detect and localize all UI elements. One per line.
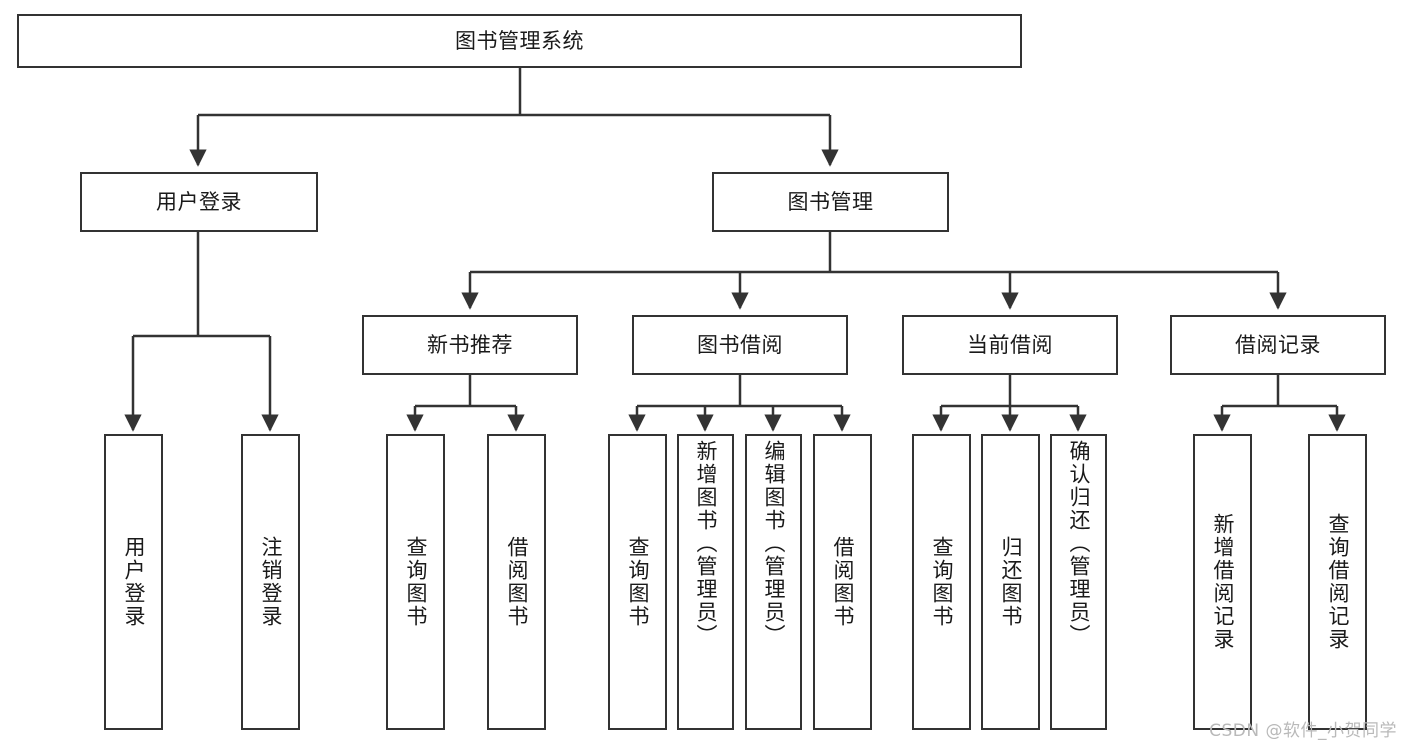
watermark-text: CSDN @软件_小贺同学 xyxy=(1209,721,1397,741)
leaf-borrow-record-query-record[interactable]: 查询借阅记录 xyxy=(1308,434,1367,730)
node-new-book-recommend[interactable]: 新书推荐 xyxy=(362,315,578,375)
node-label: 注销登录 xyxy=(259,536,283,628)
node-label: 确认归还（管理员） xyxy=(1067,440,1091,647)
leaf-current-borrow-query-book[interactable]: 查询图书 xyxy=(912,434,971,730)
leaf-user-login-login[interactable]: 用户登录 xyxy=(104,434,163,730)
node-label: 用户登录 xyxy=(122,536,146,628)
node-book-borrow[interactable]: 图书借阅 xyxy=(632,315,848,375)
node-root-book-management-system[interactable]: 图书管理系统 xyxy=(17,14,1022,68)
node-label: 查询图书 xyxy=(626,536,650,628)
node-label: 借阅图书 xyxy=(505,536,529,628)
node-user-login[interactable]: 用户登录 xyxy=(80,172,318,232)
node-label: 新增借阅记录 xyxy=(1211,513,1235,651)
node-label: 当前借阅 xyxy=(967,332,1053,357)
leaf-current-borrow-confirm-return-admin[interactable]: 确认归还（管理员） xyxy=(1050,434,1107,730)
node-label: 新书推荐 xyxy=(427,332,513,357)
node-label: 编辑图书（管理员） xyxy=(762,440,786,647)
node-label: 归还图书 xyxy=(999,536,1023,628)
leaf-current-borrow-return-book[interactable]: 归还图书 xyxy=(981,434,1040,730)
leaf-book-borrow-edit-book-admin[interactable]: 编辑图书（管理员） xyxy=(745,434,802,730)
node-label: 查询图书 xyxy=(930,536,954,628)
node-label: 图书借阅 xyxy=(697,332,783,357)
leaf-book-borrow-query-book[interactable]: 查询图书 xyxy=(608,434,667,730)
node-label: 查询借阅记录 xyxy=(1326,513,1350,651)
leaf-user-login-logout[interactable]: 注销登录 xyxy=(241,434,300,730)
node-label: 用户登录 xyxy=(156,189,242,214)
node-label: 图书管理系统 xyxy=(455,28,584,53)
leaf-book-borrow-add-book-admin[interactable]: 新增图书（管理员） xyxy=(677,434,734,730)
node-label: 借阅记录 xyxy=(1235,332,1321,357)
node-label: 查询图书 xyxy=(404,536,428,628)
leaf-new-book-borrow-book[interactable]: 借阅图书 xyxy=(487,434,546,730)
leaf-book-borrow-borrow-book[interactable]: 借阅图书 xyxy=(813,434,872,730)
node-label: 新增图书（管理员） xyxy=(694,440,718,647)
leaf-borrow-record-add-record[interactable]: 新增借阅记录 xyxy=(1193,434,1252,730)
node-label: 借阅图书 xyxy=(831,536,855,628)
node-current-borrow[interactable]: 当前借阅 xyxy=(902,315,1118,375)
node-borrow-record[interactable]: 借阅记录 xyxy=(1170,315,1386,375)
leaf-new-book-query-book[interactable]: 查询图书 xyxy=(386,434,445,730)
node-book-management[interactable]: 图书管理 xyxy=(712,172,949,232)
node-label: 图书管理 xyxy=(787,189,874,214)
